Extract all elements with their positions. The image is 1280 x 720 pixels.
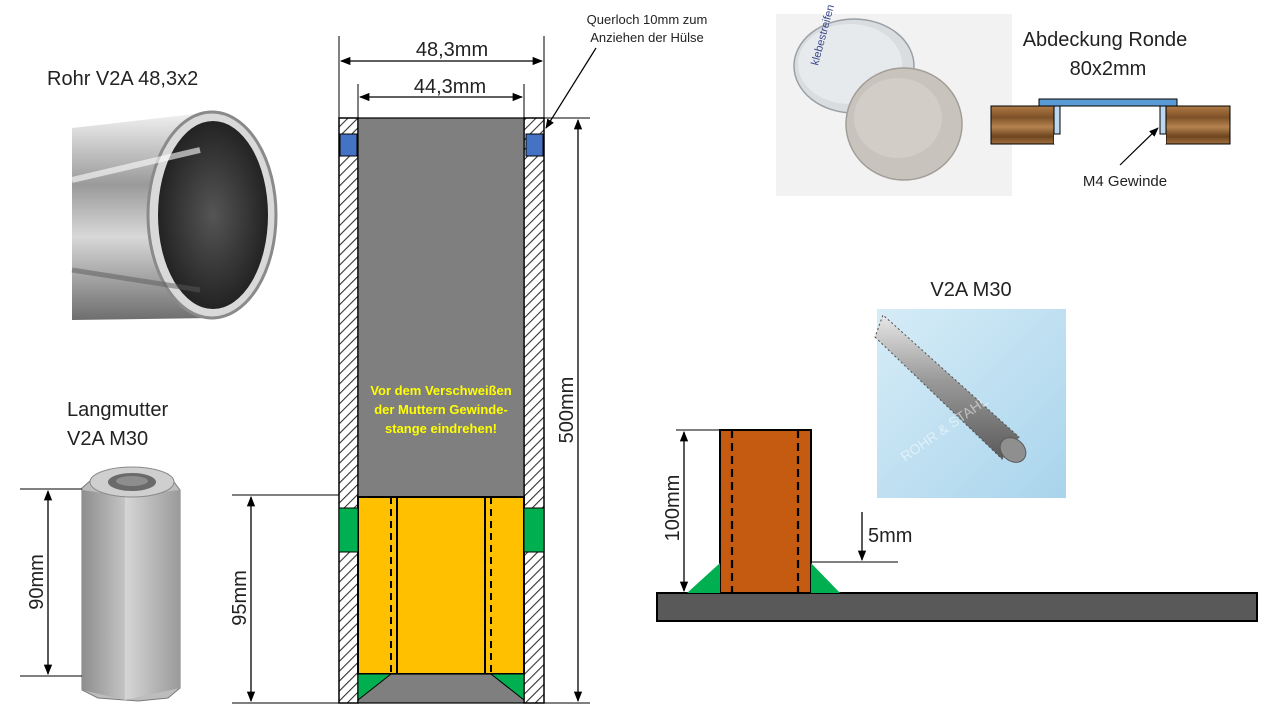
- wood-left: [990, 105, 1055, 145]
- dim-100-label: 100mm: [662, 475, 684, 542]
- dim-500-label: 500mm: [556, 377, 578, 444]
- dim-500: 500mm: [544, 117, 590, 704]
- weld-seam-bottom-left: [357, 673, 393, 702]
- dim-95: 95mm: [229, 494, 339, 704]
- rod-label: V2A M30: [930, 279, 1011, 301]
- long-nut-section: [357, 496, 525, 675]
- cross-hole-right: [525, 133, 544, 157]
- dim-100: 100mm: [662, 429, 720, 593]
- weld-right: [811, 563, 840, 593]
- dim-outer-diameter: 48,3mm: [338, 36, 545, 118]
- tube-wall-left: [338, 117, 359, 704]
- dim-5: 5mm: [811, 512, 912, 563]
- cover-disc-photo: klebestreifen: [776, 3, 1012, 196]
- tube-bore: [357, 117, 525, 498]
- tube-wall-right: [523, 117, 545, 704]
- m4-thread-left: [1053, 105, 1061, 135]
- weld-note-line1: Vor dem Verschweißen: [370, 383, 511, 398]
- wood-right: [1165, 105, 1231, 145]
- threaded-rod-photo: ROHR & STAHL: [874, 309, 1066, 498]
- tube-photo: [71, 110, 278, 320]
- dim-inner-diameter: 44,3mm: [357, 76, 525, 118]
- dim-90-label: 90mm: [26, 554, 48, 610]
- cross-hole-label-line1: Querloch 10mm zum: [587, 12, 708, 27]
- cross-hole-left: [339, 133, 358, 157]
- dim-90: 90mm: [20, 488, 82, 677]
- nut-label-line1: Langmutter: [67, 399, 169, 421]
- base-plate: [656, 592, 1258, 622]
- dim-5-label: 5mm: [868, 525, 912, 547]
- tube-cross-section: [338, 117, 545, 704]
- weld-plug-left: [338, 507, 359, 553]
- cover-plate: [1038, 98, 1178, 107]
- m4-thread-right: [1159, 105, 1167, 135]
- weld-left: [687, 563, 720, 593]
- cross-hole-leader: [545, 47, 597, 129]
- cover-label-line1: Abdeckung Ronde: [1023, 29, 1188, 51]
- dim-outer-label: 48,3mm: [416, 39, 488, 61]
- tube-label: Rohr V2A 48,3x2: [47, 68, 198, 90]
- dim-95-label: 95mm: [229, 570, 251, 626]
- post-body: [719, 429, 812, 594]
- cover-disc-section: [990, 98, 1231, 145]
- weld-seam-bottom-right: [489, 673, 525, 702]
- post-assembly: [656, 429, 1258, 622]
- weld-plug-right: [523, 507, 545, 553]
- cross-hole-label-line2: Anziehen der Hülse: [590, 30, 703, 45]
- weld-note-line2: der Muttern Gewinde-: [374, 402, 508, 417]
- dim-inner-label: 44,3mm: [414, 76, 486, 98]
- m4-label: M4 Gewinde: [1083, 173, 1167, 190]
- cover-label-line2: 80x2mm: [1070, 58, 1147, 80]
- long-nut-photo: [81, 466, 181, 702]
- nut-label-line2: V2A M30: [67, 428, 148, 450]
- m4-leader: [1119, 127, 1159, 166]
- weld-note-line3: stange eindrehen!: [385, 421, 497, 436]
